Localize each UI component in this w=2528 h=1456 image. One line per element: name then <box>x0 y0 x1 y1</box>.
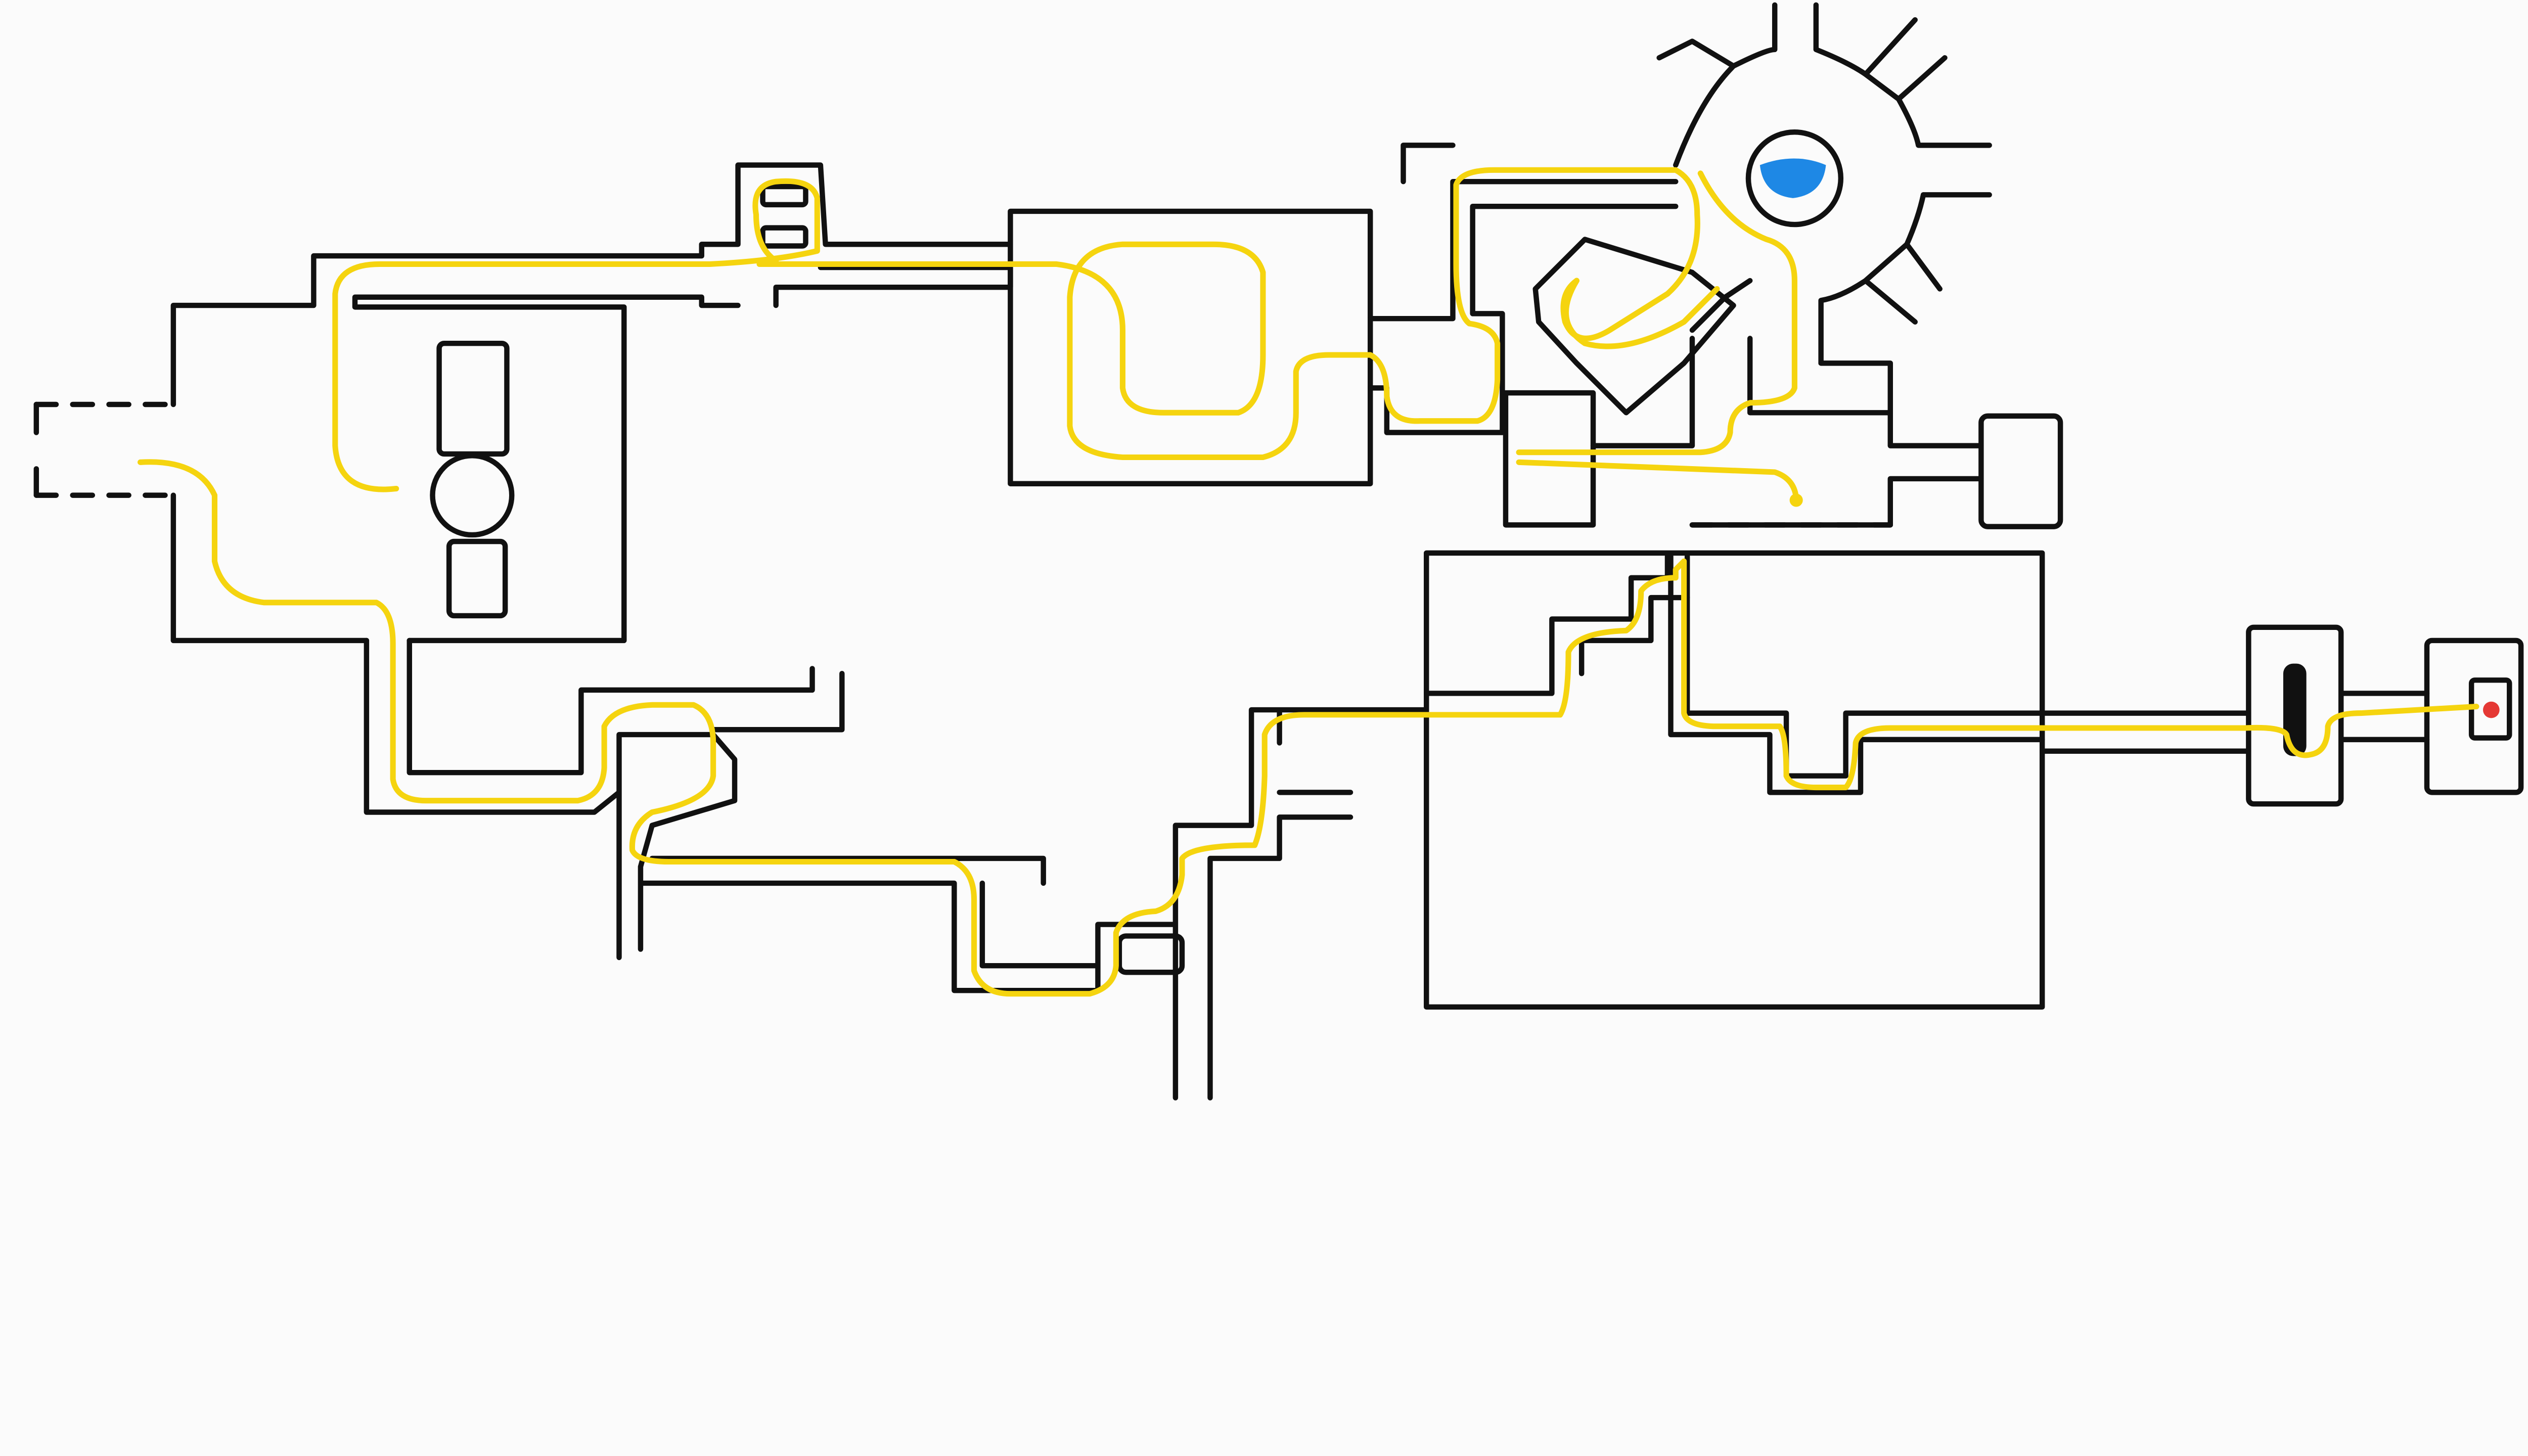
walls <box>33 2 2524 1101</box>
water-pool-icon <box>1759 158 1826 198</box>
central-room <box>1008 208 1373 486</box>
left-room <box>170 162 1013 644</box>
gate-bar <box>2283 663 2307 756</box>
large-room <box>1424 550 2045 1010</box>
left-room-pillar-round <box>430 453 515 538</box>
lower-pillar <box>1116 933 1185 975</box>
route-spiral <box>1563 278 1720 349</box>
south-rooms <box>1590 336 1984 528</box>
goal-marker-icon[interactable] <box>2483 701 2500 718</box>
route-main <box>138 459 2479 997</box>
goal-corridor <box>2039 691 2430 754</box>
tower-slot-2 <box>760 225 808 249</box>
circle-chamber-inner <box>1745 129 1844 228</box>
south-east-room <box>1978 413 2063 529</box>
tower-slot-1 <box>760 184 808 208</box>
left-room-pillar-bottom <box>446 538 508 619</box>
east-corridor <box>1367 143 1679 528</box>
route <box>138 167 2479 997</box>
route-north-branch <box>332 167 1799 502</box>
route-end-dot-icon <box>1789 493 1803 507</box>
goal-room <box>2424 638 2524 795</box>
circle-chamber-wall <box>1656 2 1992 366</box>
diamond-room <box>1532 237 1736 416</box>
